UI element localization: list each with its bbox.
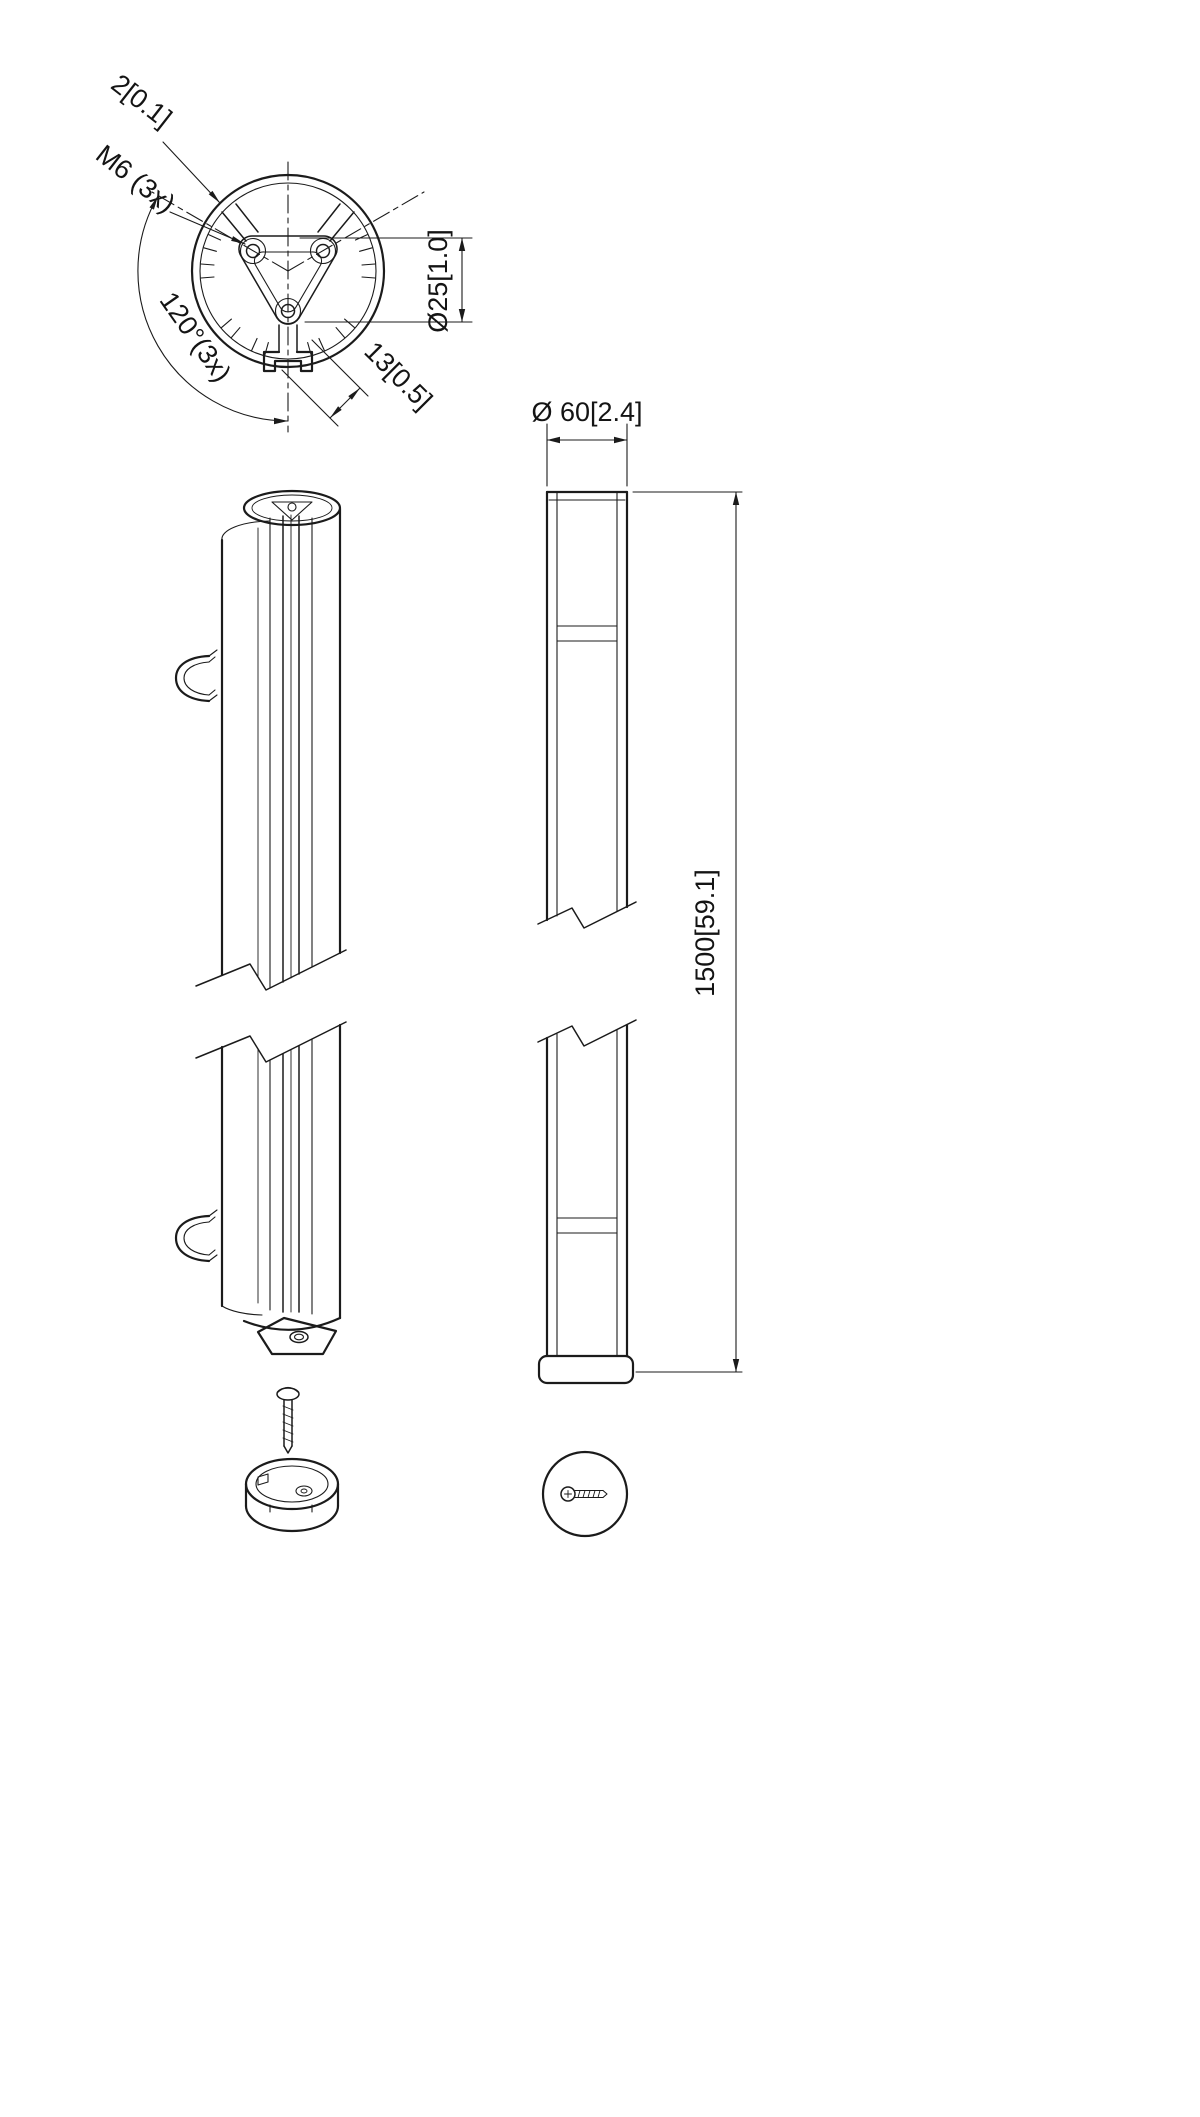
center-lines (151, 161, 425, 433)
dim-bore: Ø25[1.0] (299, 229, 473, 333)
front-view: Ø 60[2.4] 1500[59.1] (531, 397, 743, 1538)
clip-lower (174, 1208, 219, 1263)
bottom-keyhole-foot (262, 350, 314, 373)
column-upper-segment (545, 490, 629, 922)
break-line-upper-front (537, 901, 637, 929)
dim-label-bore: Ø25[1.0] (423, 229, 453, 333)
dim-thread: M6 (3x) (90, 139, 246, 245)
fixing-screw (276, 1386, 300, 1454)
dim-length: 1500[59.1] (632, 491, 743, 1373)
pole-lower-segment (220, 1023, 342, 1331)
isometric-side-view (174, 489, 347, 1533)
cap-screw-detail (560, 1486, 608, 1502)
dim-label-thread: M6 (3x) (90, 139, 181, 219)
break-line-upper (195, 949, 347, 991)
base-collar (244, 1457, 340, 1533)
dim-label-wall-thickness: 2[0.1] (106, 68, 178, 133)
cross-section-view: 2[0.1] M6 (3x) 120°(3x) Ø25[1.0] (90, 68, 473, 433)
pole-upper-segment (220, 507, 342, 989)
dim-label-length: 1500[59.1] (690, 869, 720, 997)
bottom-bracket (256, 1316, 338, 1356)
dim-label-slot: 13[0.5] (359, 336, 439, 416)
break-line-lower (195, 1021, 347, 1063)
bottom-view-cap (541, 1450, 629, 1538)
clip-upper (174, 648, 219, 703)
dim-label-angle: 120°(3x) (154, 286, 237, 387)
column-lower-segment (545, 1023, 629, 1358)
dim-label-diameter: Ø 60[2.4] (531, 397, 642, 427)
break-line-lower-front (537, 1019, 637, 1047)
tube-inner-wall (199, 182, 377, 360)
dim-diameter: Ø 60[2.4] (531, 397, 643, 487)
end-cap (537, 1354, 635, 1385)
web-struts (221, 203, 355, 353)
top-profile-detail (251, 494, 333, 522)
tube-outer-wall (190, 173, 386, 369)
dim-slot: 13[0.5] (281, 336, 439, 427)
